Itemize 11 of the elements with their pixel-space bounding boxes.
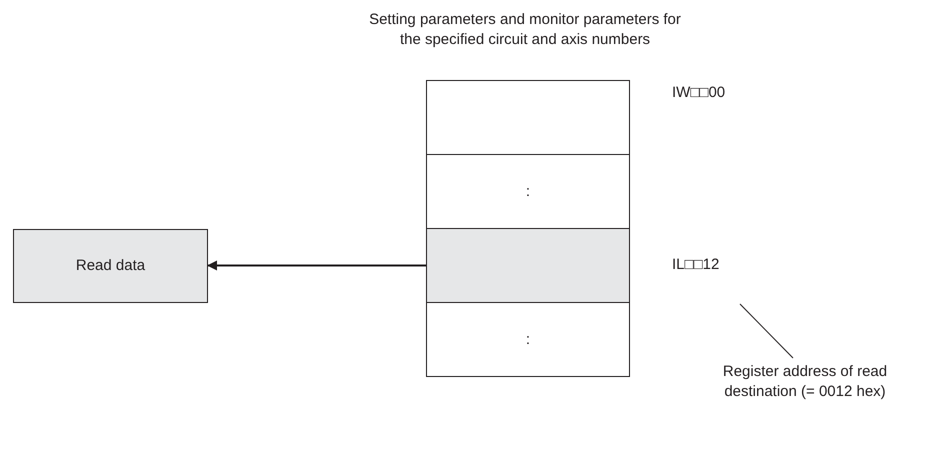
table-heading: Setting parameters and monitor parameters for the specified circuit and axis numbers xyxy=(368,10,682,50)
register-cell xyxy=(426,228,630,303)
arrow xyxy=(207,260,426,270)
callout-text: Register address of read destination (= 0012 hex) xyxy=(700,358,910,402)
process-box: Read data xyxy=(13,229,208,303)
register-cell xyxy=(426,80,630,155)
register-address: IW□□00 xyxy=(672,83,726,103)
register-cell: : xyxy=(426,154,630,229)
leader-line xyxy=(740,304,794,358)
register-address: IL□□12 xyxy=(672,255,720,275)
register-cell: : xyxy=(426,302,630,377)
